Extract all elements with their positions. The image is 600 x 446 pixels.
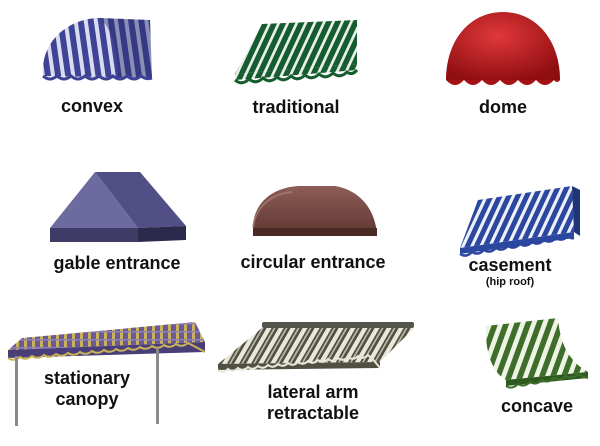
- lateral-arm-label-line-1: lateral arm: [267, 382, 359, 402]
- lateral-arm-retractable-awning-image: [217, 322, 414, 373]
- dome-label: dome: [478, 97, 528, 117]
- convex-awning-image: [42, 18, 153, 81]
- concave-awning-image: [485, 318, 589, 389]
- casement-sub-label: (hip roof): [485, 276, 535, 288]
- concave-label: concave: [500, 396, 574, 416]
- circular-entrance-label: circular entrance: [240, 252, 386, 272]
- circular-entrance-awning-image: [252, 186, 377, 236]
- lateral-arm-label-line-2: retractable: [266, 403, 360, 423]
- casement-label: casement: [468, 255, 552, 275]
- casement-awning-image: [459, 186, 580, 257]
- convex-label: convex: [60, 96, 124, 116]
- gable-entrance-label: gable entrance: [53, 253, 181, 273]
- dome-awning-image: [446, 12, 560, 85]
- traditional-label: traditional: [252, 97, 340, 117]
- stationary-canopy-label-line-2: canopy: [55, 389, 119, 409]
- stationary-canopy-awning-image: [7, 322, 206, 426]
- gable-entrance-awning-image: [50, 172, 186, 242]
- stationary-canopy-label-line-1: stationary: [43, 368, 131, 388]
- traditional-awning-image: [234, 20, 359, 85]
